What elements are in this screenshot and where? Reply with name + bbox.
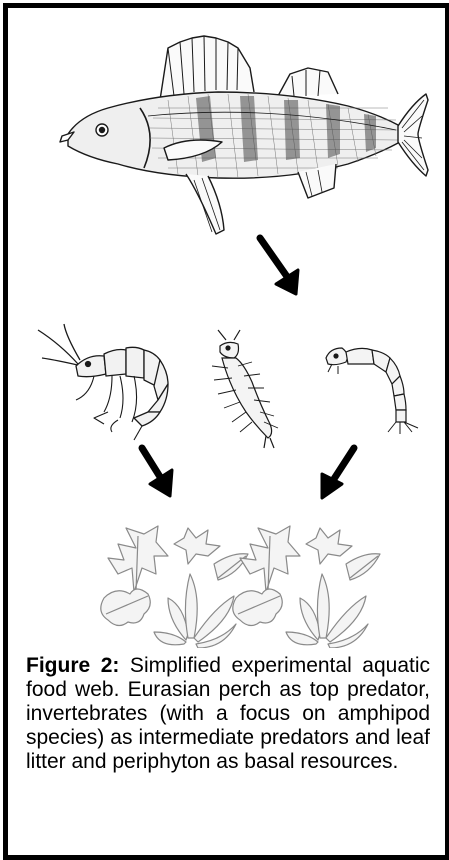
figure-frame: Figure 2: Simplified experimental aquati… [3,3,449,860]
caption-label: Figure 2: [26,654,119,677]
leaf-litter-icon [101,526,380,648]
amphipod-icon [38,324,168,440]
perch-fish-icon [60,36,428,234]
food-web-illustration [8,8,445,648]
arrow-right-to-resources [322,448,354,498]
insect-larva-icon [212,330,278,448]
arrow-perch-to-invertebrates [260,238,298,294]
figure-caption: Figure 2: Simplified experimental aquati… [26,654,430,774]
chironomid-larva-icon [326,348,418,434]
arrow-left-to-resources [142,448,172,496]
